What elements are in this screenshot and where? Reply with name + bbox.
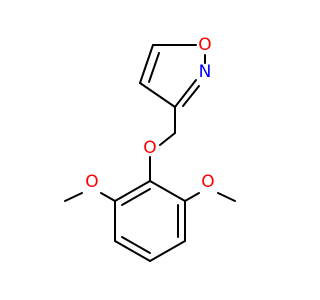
bond-isoxazole-c3-n2-double	[182, 85, 200, 107]
bond-ring-c1-c2	[149, 180, 186, 202]
bond-isoxazole-c5-c4	[139, 44, 154, 84]
bond-ring-c6-c1	[114, 180, 151, 202]
bond-isoxazole-c5-c4-double	[148, 52, 160, 83]
bond-left-aryl-o	[100, 192, 116, 202]
bond-right-aryl-o	[184, 192, 200, 202]
bond-ring-c4-c5	[114, 240, 151, 262]
bond-ring-c6-c1-double	[121, 188, 151, 206]
bond-ring-c4-c5-double	[121, 236, 151, 254]
molecule-canvas: O N O O O	[64, 35, 236, 262]
bond-isoxazole-c3-n2	[174, 79, 197, 108]
bond-ch2-ether-o	[159, 132, 176, 146]
left-methoxy-oxygen-label: O	[85, 172, 98, 192]
isoxazole-oxygen-label: O	[198, 35, 211, 55]
bond-right-o-ch3	[217, 192, 236, 202]
bond-ring-c3-c4	[149, 240, 186, 262]
molecule-structure: O N O O O	[64, 35, 236, 262]
bond-left-o-ch3	[64, 192, 83, 202]
bond-isoxazole-c4-c3	[139, 82, 176, 108]
ether-oxygen-label: O	[143, 138, 156, 158]
isoxazole-nitrogen-label: N	[199, 62, 212, 82]
right-methoxy-oxygen-label: O	[201, 172, 214, 192]
